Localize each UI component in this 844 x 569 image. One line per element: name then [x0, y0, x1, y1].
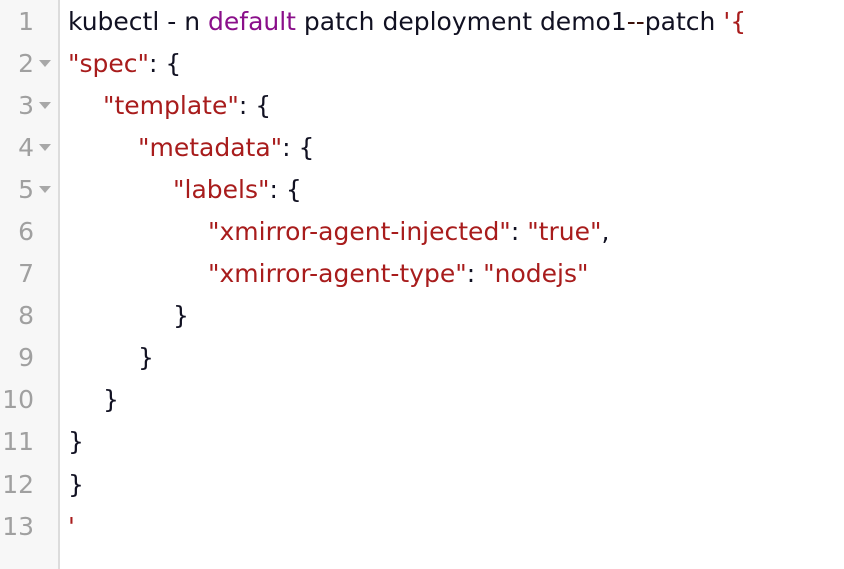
gutter-row: 8 — [0, 295, 60, 337]
fold-toggle[interactable] — [36, 42, 54, 84]
gutter-row: 3 — [0, 84, 60, 126]
code-token-punct: } — [68, 427, 84, 457]
chevron-down-icon — [39, 101, 51, 109]
line-number: 11 — [2, 427, 34, 457]
fold-slot-empty — [36, 379, 54, 421]
line-number: 5 — [18, 174, 34, 204]
code-line[interactable]: } — [68, 337, 844, 379]
code-content-area[interactable]: kubectl - n default patch deployment dem… — [60, 0, 844, 569]
code-token-string: ' — [68, 511, 75, 541]
fold-slot-empty — [36, 253, 54, 295]
fold-toggle[interactable] — [36, 126, 54, 168]
code-token-plain: patch — [644, 6, 724, 36]
code-token-string: "spec" — [68, 48, 150, 78]
fold-slot-empty — [36, 337, 54, 379]
code-token-plain: patch deployment demo1 — [295, 6, 627, 36]
code-line[interactable]: "xmirror-agent-injected": "true", — [68, 210, 844, 252]
fold-toggle[interactable] — [36, 84, 54, 126]
line-number: 1 — [18, 6, 34, 36]
code-token-punct: : { — [149, 48, 182, 78]
code-line[interactable]: "template": { — [68, 84, 844, 126]
code-token-punct: , — [601, 217, 610, 247]
code-token-string: "nodejs" — [483, 259, 589, 289]
gutter-row: 12 — [0, 463, 60, 505]
code-token-string: '{ — [723, 6, 747, 36]
code-token-punct: } — [173, 301, 189, 331]
line-number: 10 — [2, 385, 34, 415]
code-token-string: "true" — [527, 217, 602, 247]
chevron-down-icon — [39, 185, 51, 193]
line-number: 2 — [18, 48, 34, 78]
line-number: 8 — [18, 301, 34, 331]
gutter-row: 1 — [0, 0, 60, 42]
code-token-string: "labels" — [173, 174, 270, 204]
chevron-down-icon — [39, 143, 51, 151]
code-token-string: "metadata" — [138, 132, 283, 162]
code-token-punct: } — [68, 469, 84, 499]
code-line[interactable]: } — [68, 295, 844, 337]
code-line[interactable]: "spec": { — [68, 42, 844, 84]
code-token-punct: : { — [238, 90, 272, 120]
gutter-row: 5 — [0, 168, 60, 210]
code-line[interactable]: "labels": { — [68, 168, 844, 210]
code-line[interactable]: } — [68, 463, 844, 505]
gutter-row: 11 — [0, 421, 60, 463]
line-number: 13 — [2, 511, 34, 541]
line-number: 7 — [18, 259, 34, 289]
gutter-row: 2 — [0, 42, 60, 84]
gutter-row: 9 — [0, 337, 60, 379]
fold-slot-empty — [36, 421, 54, 463]
code-token-punct: : — [510, 217, 528, 247]
fold-slot-empty — [36, 505, 54, 547]
code-token-string: "xmirror-agent-injected" — [208, 217, 511, 247]
fold-toggle[interactable] — [36, 168, 54, 210]
code-token-plain: kubectl - n — [68, 6, 209, 36]
code-token-string: "template" — [103, 90, 239, 120]
code-token-punct: : { — [282, 132, 315, 162]
fold-slot-empty — [36, 210, 54, 252]
line-number: 3 — [18, 90, 34, 120]
chevron-down-icon — [39, 59, 51, 67]
line-number: 12 — [2, 469, 34, 499]
code-token-punct: } — [138, 343, 154, 373]
fold-slot-empty — [36, 295, 54, 337]
code-line[interactable]: "xmirror-agent-type": "nodejs" — [68, 253, 844, 295]
code-token-dash: -- — [626, 6, 645, 36]
line-number: 4 — [18, 132, 34, 162]
gutter-row: 6 — [0, 210, 60, 252]
gutter-row: 10 — [0, 379, 60, 421]
code-token-punct: : — [466, 259, 484, 289]
code-line[interactable]: ' — [68, 505, 844, 547]
code-token-punct: : { — [269, 174, 302, 204]
fold-slot-empty — [36, 463, 54, 505]
code-token-string: "xmirror-agent-type" — [208, 259, 467, 289]
code-token-punct: } — [103, 385, 119, 415]
line-number: 6 — [18, 217, 34, 247]
code-line[interactable]: } — [68, 421, 844, 463]
fold-slot-empty — [36, 0, 54, 42]
gutter-row: 13 — [0, 505, 60, 547]
code-line[interactable]: } — [68, 379, 844, 421]
line-number: 9 — [18, 343, 34, 373]
gutter-row: 4 — [0, 126, 60, 168]
code-line[interactable]: "metadata": { — [68, 126, 844, 168]
gutter-row: 7 — [0, 253, 60, 295]
code-line[interactable]: kubectl - n default patch deployment dem… — [68, 0, 844, 42]
code-token-kw: default — [208, 6, 296, 36]
